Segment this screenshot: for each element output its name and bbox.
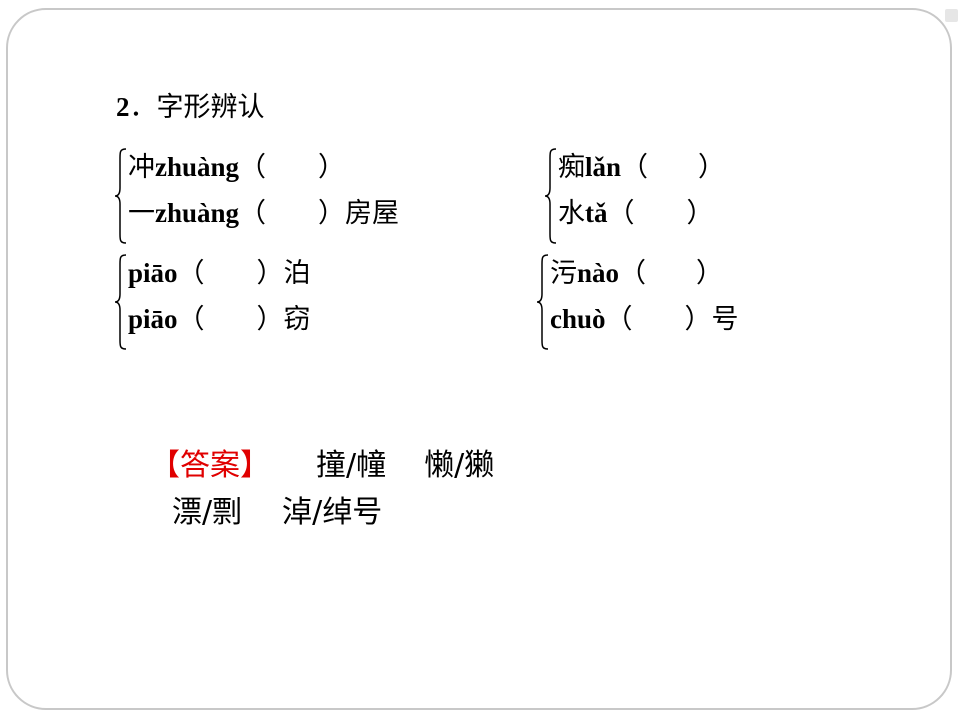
char-pair-group-3: piāo（）泊 piāo（）窃: [114, 254, 414, 350]
pinyin: nào: [577, 258, 620, 288]
pinyin: tǎ: [585, 198, 608, 228]
left-brace-icon: [114, 148, 130, 244]
answer-line-2: 漂/剽 淖/绰号: [172, 494, 382, 532]
group-4-line-2: chuò（）号: [550, 304, 739, 335]
question-title: 字形辨认: [156, 92, 265, 123]
answer-item: 漂/剽: [172, 495, 243, 530]
char-pair-group-1: 冲zhuàng（） 一zhuàng（）房屋: [114, 148, 474, 244]
group-1-line-1: 冲zhuàng（）: [128, 152, 346, 183]
pinyin: chuò: [550, 304, 606, 334]
question-number: 2: [116, 92, 130, 122]
answer-label: 【答案】: [150, 448, 270, 483]
question-separator: ．: [129, 92, 157, 123]
left-brace-icon: [544, 148, 560, 244]
group-2-line-1: 痴lǎn（）: [558, 152, 726, 183]
pinyin: zhuàng: [155, 198, 240, 228]
group-3-line-2: piāo（）窃: [128, 304, 311, 335]
pinyin: zhuàng: [155, 152, 240, 182]
slide-frame: [6, 8, 952, 710]
answer-item: 懒/獭: [424, 448, 495, 483]
pinyin: piāo: [128, 258, 178, 288]
pinyin: lǎn: [585, 152, 622, 182]
group-4-line-1: 污nào（）: [550, 258, 724, 289]
answer-item: 撞/幢: [316, 448, 387, 483]
group-2-line-2: 水tǎ（）: [558, 198, 714, 229]
left-brace-icon: [114, 254, 130, 350]
group-1-line-2: 一zhuàng（）房屋: [128, 198, 400, 229]
left-brace-icon: [536, 254, 552, 350]
corner-tab: [945, 9, 958, 22]
answer-line-1: 【答案】 撞/幢 懒/獭: [150, 447, 494, 485]
answer-item: 淖/绰号: [282, 495, 383, 530]
group-3-line-1: piāo（）泊: [128, 258, 311, 289]
char-pair-group-4: 污nào（） chuò（）号: [536, 254, 836, 350]
question-heading: 2．字形辨认: [116, 90, 265, 125]
pinyin: piāo: [128, 304, 178, 334]
char-pair-group-2: 痴lǎn（） 水tǎ（）: [544, 148, 804, 244]
